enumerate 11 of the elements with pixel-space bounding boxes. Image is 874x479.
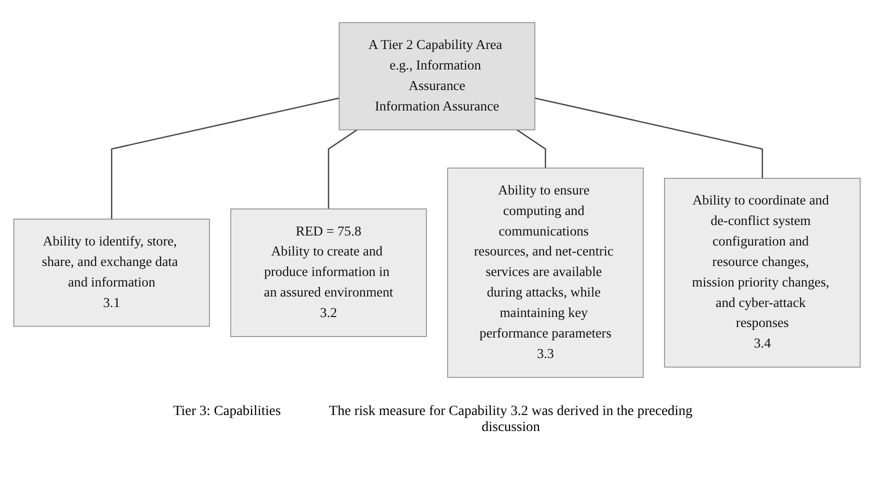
connector — [516, 129, 546, 168]
connector — [111, 97, 340, 220]
node-box: Ability to coordinate and de-conflict system configuration and resource changes, mission priority changes, and cyber-attack responses 3.4 — [664, 178, 861, 368]
connector — [328, 129, 358, 209]
node-box: Ability to ensure computing and communications resources, and net-centric services are available during attacks, while maintaining key performance parameters 3.3 — [447, 168, 644, 378]
note-text: Tier 3: Capabilities — [173, 404, 281, 421]
node-box: A Tier 2 Capability Area e.g., Information Assurance Information Assurance — [338, 22, 536, 130]
connector — [534, 97, 763, 178]
note-text: The risk measure for Capability 3.2 was derived in the preceding discussion — [328, 404, 694, 436]
node-box: RED = 75.8 Ability to create and produce information in an assured environment 3.2 — [230, 208, 427, 337]
node-box: Ability to identify, store, share, and exchange data and information 3.1 — [13, 218, 210, 327]
